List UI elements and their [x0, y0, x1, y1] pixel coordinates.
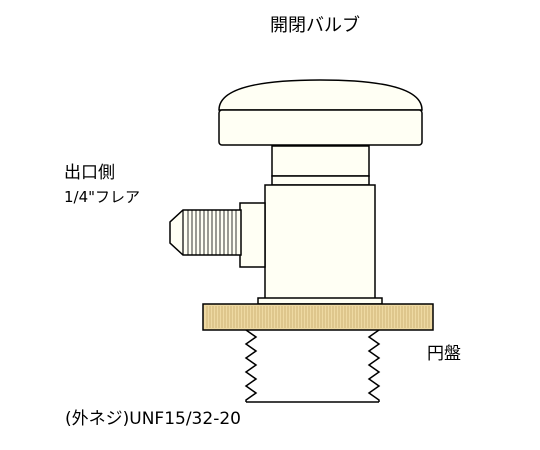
outlet-fitting	[169, 202, 266, 268]
disk-texture-lines	[206, 306, 430, 328]
valve-body	[257, 184, 383, 305]
outlet-flare-size-label: 1/4"フレア	[64, 188, 141, 206]
stem-neck	[271, 145, 370, 177]
title-label: 開閉バルブ	[270, 15, 360, 36]
valve-stem	[271, 145, 370, 186]
knob-cylinder	[218, 109, 423, 146]
stem-collar	[271, 175, 370, 186]
thread-right-profile	[367, 329, 381, 402]
body-block	[264, 184, 376, 302]
disk-plate	[202, 303, 434, 331]
disk-label: 円盤	[427, 344, 461, 364]
outlet-side-label: 出口側	[64, 163, 115, 183]
knob-dome	[218, 79, 423, 111]
external-thread	[244, 329, 381, 403]
outlet-hex	[239, 202, 266, 268]
valve-knob	[218, 79, 423, 146]
outlet-thread-marks	[187, 210, 237, 255]
body-base	[257, 297, 383, 305]
thread-left-profile	[244, 329, 258, 402]
outlet-threaded-tube	[169, 209, 242, 256]
external-thread-label: (外ネジ)UNF15/32-20	[65, 409, 241, 429]
